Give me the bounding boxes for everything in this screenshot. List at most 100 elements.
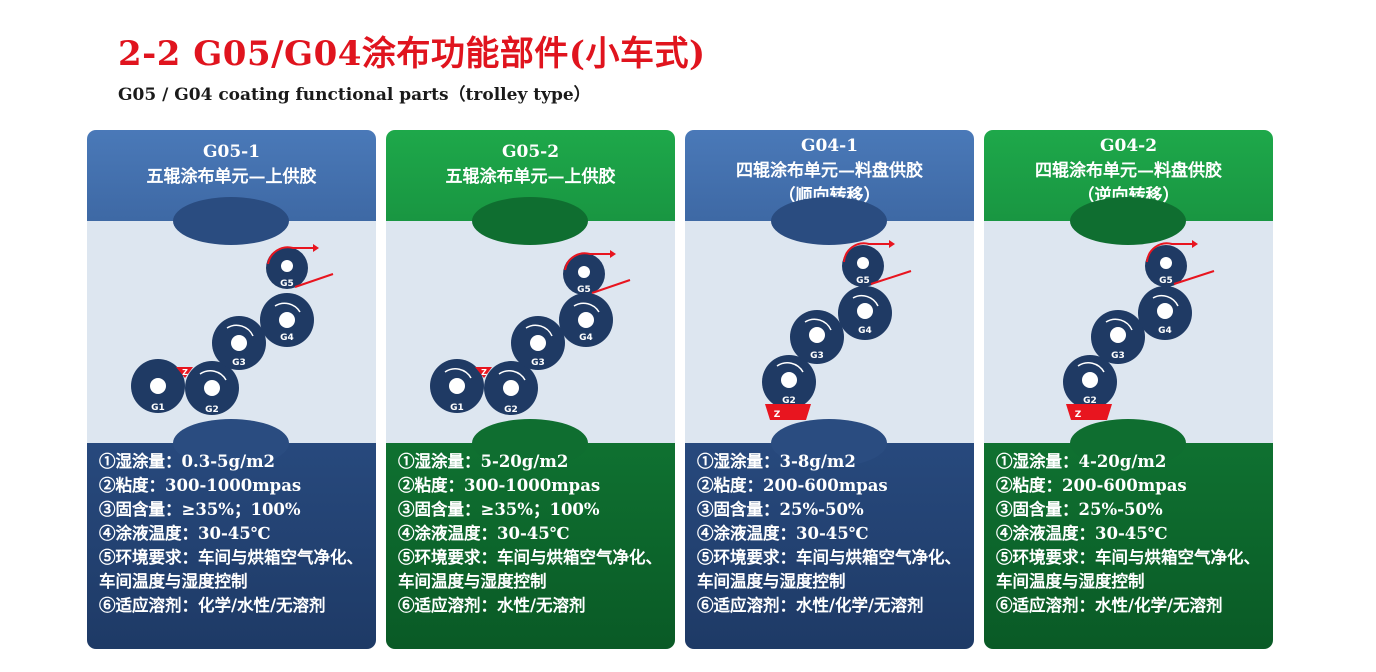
page-subtitle: G05 / G04 coating functional parts（troll… [118,85,591,105]
card-code: G05-2 [501,142,560,162]
roller-g2: G2 [762,355,816,409]
svg-text:G3: G3 [1111,351,1125,361]
svg-text:G2: G2 [504,405,518,415]
roller-label: G2 [205,405,219,415]
spec-item: ②粘度：300-1000mpas [99,476,302,495]
bottom-notch [472,419,588,467]
spec-item: ⑤环境要求：车间与烘箱空气净化、车间温度与湿度控制 [398,548,662,591]
svg-text:G5: G5 [1159,276,1173,286]
card-name: 四辊涂布单元—料盘供胶 [736,161,923,181]
roller-diagram-graphic: G2 G3 G4 G5 Z [1063,197,1215,467]
spec-item: ③固含量：≥35%；100% [398,500,600,519]
card-g04-1: G04-1 四辊涂布单元—料盘供胶 （顺向转移） G2 G3 G4 G5 [685,130,974,649]
svg-text:G4: G4 [858,326,872,336]
spec-item: ①湿涂量：4-20g/m2 [996,452,1167,471]
roller-g4: G4 [559,293,613,347]
spec-list: ①湿涂量：5-20g/m2 ②粘度：300-1000mpas ③固含量：≥35%… [398,450,669,618]
card-name: 五辊涂布单元—上供胶 [445,167,616,187]
bottom-notch [173,419,289,467]
roller-g1: G1 [131,359,185,413]
top-notch [771,197,887,245]
glue-dam: Z [475,367,492,378]
card-name: 五辊涂布单元—上供胶 [146,167,317,187]
spec-item: ①湿涂量：5-20g/m2 [398,452,569,471]
spec-item: ⑤环境要求：车间与烘箱空气净化、车间温度与湿度控制 [996,548,1260,591]
roller-diagram-graphic: G2 G3 G4 G5 Z [762,197,912,467]
card-header: G04-2 四辊涂布单元—料盘供胶 （逆向转移） [984,134,1273,209]
roller-g3: G3 [790,310,844,364]
card-g04-2: G04-2 四辊涂布单元—料盘供胶 （逆向转移） G2 G3 G4 G5 [984,130,1273,649]
roller-label: G5 [280,279,294,289]
bottom-notch [771,419,887,467]
svg-text:Z: Z [182,368,188,377]
svg-text:G2: G2 [1083,396,1097,406]
card-header: G05-1 五辊涂布单元—上供胶 [87,140,376,190]
glue-tray: Z [765,404,811,420]
roller-diagram-graphic: G1 G2 G3 G4 G5 Z [131,197,334,467]
card-header: G05-2 五辊涂布单元—上供胶 [386,140,675,190]
roller-g3: G3 [212,316,266,370]
spec-item: ②粘度：200-600mpas [996,476,1187,495]
svg-text:Z: Z [481,368,487,377]
spec-item: ④涂液温度：30-45℃ [996,524,1168,543]
spec-list: ①湿涂量：0.3-5g/m2 ②粘度：300-1000mpas ③固含量：≥35… [99,450,370,618]
card-code: G04-1 [800,136,859,156]
roller-g5: G5 [266,244,334,289]
spec-item: ⑥适应溶剂：水性/化学/无溶剂 [697,596,924,615]
spec-list: ①湿涂量：3-8g/m2 ②粘度：200-600mpas ③固含量：25%-50… [697,450,968,618]
svg-text:Z: Z [1075,410,1082,420]
roller-label: G4 [280,333,294,343]
roller-g3: G3 [1091,310,1145,364]
roller-g5: G5 [842,240,912,287]
roller-g5: G5 [1145,240,1215,287]
svg-text:G2: G2 [782,396,796,406]
roller-g2: G2 [1063,355,1117,409]
spec-item: ④涂液温度：30-45℃ [398,524,570,543]
card-code: G05-1 [202,142,261,162]
roller-g4: G4 [1138,286,1192,340]
spec-item: ⑥适应溶剂：化学/水性/无溶剂 [99,596,326,615]
top-notch [472,197,588,245]
svg-text:G5: G5 [577,285,591,295]
roller-g2: G2 [185,361,239,415]
svg-text:G5: G5 [856,276,870,286]
spec-item: ①湿涂量：3-8g/m2 [697,452,856,471]
spec-list: ①湿涂量：4-20g/m2 ②粘度：200-600mpas ③固含量：25%-5… [996,450,1267,618]
glue-tray: Z [1066,404,1112,420]
spec-item: ③固含量：≥35%；100% [99,500,301,519]
spec-item: ①湿涂量：0.3-5g/m2 [99,452,276,471]
spec-item: ③固含量：25%-50% [996,500,1163,519]
svg-text:G4: G4 [1158,326,1172,336]
roller-g2: G2 [484,361,538,415]
card-code: G04-2 [1099,136,1158,156]
svg-text:G4: G4 [579,333,593,343]
page-title: 2-2 G05/G04涂布功能部件(小车式) [118,34,706,74]
svg-text:Z: Z [774,410,781,420]
spec-item: ②粘度：300-1000mpas [398,476,601,495]
top-notch [173,197,289,245]
spec-item: ④涂液温度：30-45℃ [697,524,869,543]
roller-g4: G4 [260,293,314,347]
spec-item: ⑥适应溶剂：水性/化学/无溶剂 [996,596,1223,615]
roller-diagram-graphic: G1 G2 G3 G4 G5 Z [430,197,631,467]
roller-g3: G3 [511,316,565,370]
card-g05-2: G05-2 五辊涂布单元—上供胶 G1 G2 G3 G4 [386,130,675,649]
spec-item: ③固含量：25%-50% [697,500,864,519]
spec-item: ⑤环境要求：车间与烘箱空气净化、车间温度与湿度控制 [99,548,363,591]
svg-text:G3: G3 [810,351,824,361]
svg-text:G3: G3 [531,358,545,368]
roller-label: G1 [151,403,165,413]
svg-text:G1: G1 [450,403,464,413]
glue-dam: Z [176,367,193,378]
roller-g1: G1 [430,359,484,413]
roller-label: G3 [232,358,246,368]
spec-item: ②粘度：200-600mpas [697,476,888,495]
card-g05-1: G05-1 五辊涂布单元—上供胶 G1 G2 G3 G4 [87,130,376,649]
bottom-notch [1070,419,1186,467]
spec-item: ⑤环境要求：车间与烘箱空气净化、车间温度与湿度控制 [697,548,961,591]
spec-item: ⑥适应溶剂：水性/无溶剂 [398,596,586,615]
card-name: 四辊涂布单元—料盘供胶 [1035,161,1222,181]
top-notch [1070,197,1186,245]
roller-g5: G5 [563,250,631,295]
roller-g4: G4 [838,286,892,340]
